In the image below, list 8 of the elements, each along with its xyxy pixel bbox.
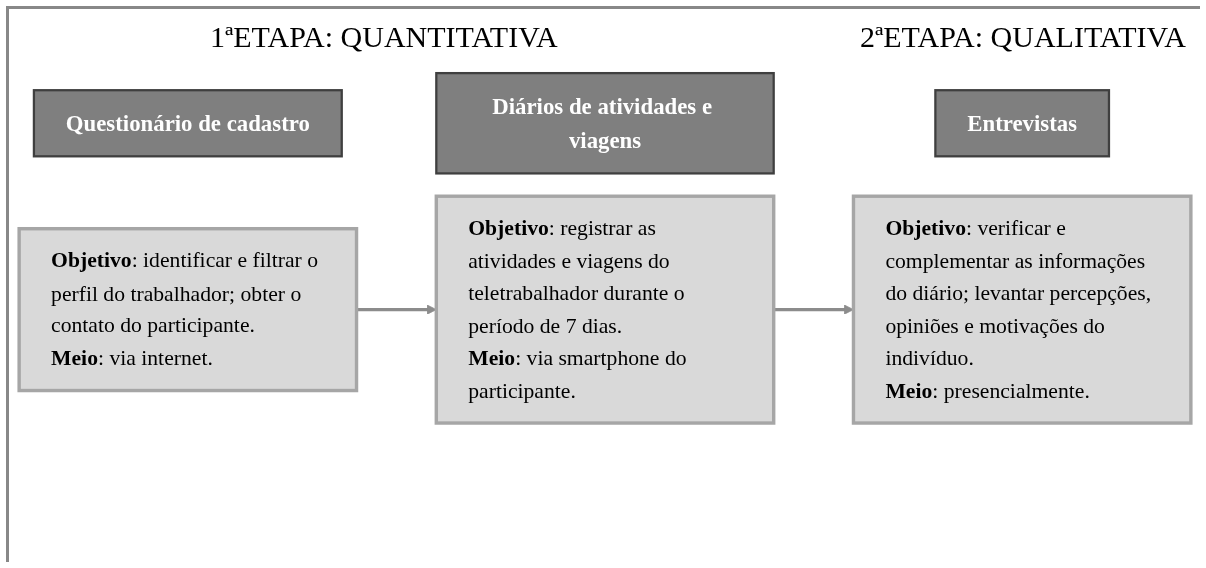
stage-heading: 2ªETAPA: QUALITATIVA	[860, 20, 1186, 54]
node-box: Entrevistas	[934, 89, 1111, 158]
node-box: Objetivo: identificar e filtrar o perfil do trabalhador; obter o contato do participante. Meio: via internet.	[17, 227, 359, 393]
node-box: Objetivo: registrar as atividades e viagens do teletrabalhador durante o período de 7 dias. Meio: via smartphone do participante.	[434, 194, 776, 425]
node-box: Questionário de cadastro	[32, 89, 343, 158]
node-box: Diários de atividades e viagens	[435, 72, 775, 175]
stage-heading: 1ªETAPA: QUANTITATIVA	[210, 20, 558, 54]
node-box: Objetivo: verificar e complementar as informações do diário; levantar percepções, opiniões e motivações do indivíduo. Meio: presencialmente.	[851, 194, 1193, 425]
